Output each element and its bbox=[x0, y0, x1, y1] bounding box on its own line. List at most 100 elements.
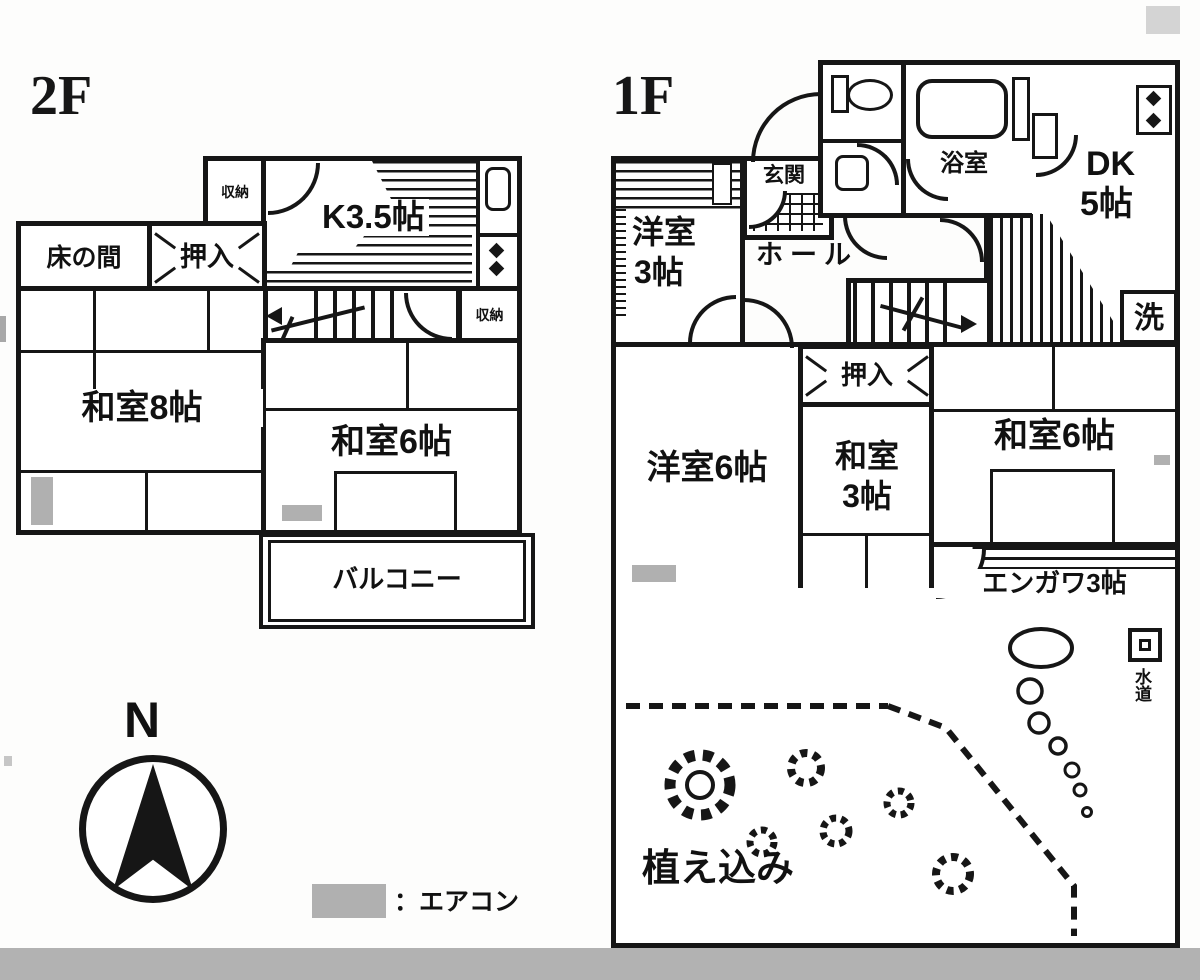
bush-icon bbox=[787, 749, 825, 787]
room-label: 浴室 bbox=[940, 150, 988, 177]
room-1f-yoshitsu6: 洋室6帖 bbox=[611, 342, 803, 594]
room-2f-tokonoma: 床の間 bbox=[16, 221, 152, 295]
stepping-stone-icon bbox=[1081, 806, 1093, 818]
toilet-bowl-icon bbox=[847, 79, 893, 111]
door-arc bbox=[268, 163, 320, 215]
room-label: 和室6帖 bbox=[934, 417, 1175, 456]
legend-aircon-label: ：エアコン bbox=[394, 888, 520, 916]
tatami-line bbox=[990, 469, 1115, 472]
door-arc bbox=[688, 295, 736, 343]
tatami-line bbox=[93, 291, 96, 350]
room-label: バルコニー bbox=[332, 564, 462, 594]
bush-icon bbox=[746, 826, 778, 858]
stepping-stone-icon bbox=[1063, 761, 1081, 779]
stair-arrow-icon bbox=[961, 315, 977, 333]
room-label: 収納 bbox=[475, 307, 504, 323]
bath-counter-icon bbox=[1012, 77, 1030, 141]
room-2f-kitchen: K3.5帖 bbox=[261, 156, 522, 292]
water-tap-icon bbox=[1128, 628, 1162, 662]
room-label: 3帖 bbox=[634, 254, 684, 290]
legend-aircon-swatch bbox=[312, 884, 386, 918]
room-label: 床の間 bbox=[46, 244, 122, 272]
tatami-line bbox=[207, 291, 210, 350]
compass-icon bbox=[79, 755, 227, 903]
door-arc bbox=[744, 298, 794, 348]
laundry-box: 洗 bbox=[1120, 290, 1178, 344]
tatami-line bbox=[21, 350, 263, 353]
stove-burner-icon bbox=[488, 242, 505, 259]
room-1f-toilet bbox=[818, 60, 908, 218]
kitchen-floor-hatch bbox=[266, 235, 472, 287]
tatami-line bbox=[145, 470, 148, 530]
bush-icon bbox=[932, 853, 974, 895]
tatami-line bbox=[406, 343, 409, 408]
room-1f-yoshitsu3: 洋室 3帖 bbox=[611, 156, 745, 350]
aircon-marker bbox=[282, 505, 322, 521]
entrance-door-arc bbox=[751, 92, 821, 162]
aircon-marker bbox=[31, 477, 53, 525]
room-1f-washitsu6: 和室6帖 bbox=[929, 342, 1180, 548]
scan-artifact bbox=[4, 756, 12, 766]
balcony-outer: バルコニー bbox=[259, 533, 535, 629]
door-arc bbox=[404, 293, 452, 341]
stepping-stone-icon bbox=[1016, 677, 1044, 705]
room-label: 押入 bbox=[840, 360, 893, 390]
wall-hatch bbox=[616, 209, 626, 319]
counter-wall bbox=[476, 161, 480, 287]
wall bbox=[823, 139, 903, 143]
compass-needle bbox=[113, 764, 193, 890]
stepping-stone-icon bbox=[1048, 736, 1068, 756]
garden-area: 植え込み bbox=[611, 588, 1180, 948]
north-label: N bbox=[124, 692, 161, 748]
room-label: 玄関 bbox=[763, 164, 805, 187]
room-2f-closet-mid: 収納 bbox=[457, 286, 522, 344]
tatami-line bbox=[865, 533, 868, 589]
room-label: 押入 bbox=[180, 242, 234, 272]
stair-arrow-icon bbox=[266, 307, 282, 325]
room-label: 洗 bbox=[1134, 302, 1164, 335]
tatami-line bbox=[93, 350, 96, 412]
door-arc bbox=[940, 218, 984, 262]
stove-burner-icon bbox=[488, 260, 505, 277]
room-label: エンガワ3帖 bbox=[934, 568, 1175, 599]
room-label: 収納 bbox=[221, 184, 249, 200]
room-label: K3.5帖 bbox=[318, 198, 429, 236]
tatami-line bbox=[266, 408, 517, 411]
tatami-line bbox=[21, 470, 263, 473]
room-label: 3帖 bbox=[842, 478, 892, 514]
flower-icon bbox=[685, 770, 715, 800]
room-label: 洋室6帖 bbox=[646, 449, 768, 487]
dashed-path bbox=[886, 703, 1077, 936]
floor1-title: 1F bbox=[612, 65, 675, 127]
room-label: DK bbox=[1086, 145, 1136, 183]
counter-divider bbox=[480, 233, 517, 237]
room-1f-oshiire: 押入 bbox=[798, 344, 936, 408]
bathtub-icon bbox=[916, 79, 1008, 139]
door-arc bbox=[1036, 135, 1078, 177]
room-label: 植え込み bbox=[642, 848, 795, 890]
garden-decorations bbox=[626, 627, 1093, 936]
floor2-title: 2F bbox=[30, 65, 93, 127]
room-1f-bath: 浴室 bbox=[901, 60, 1039, 218]
page-bottom-bar bbox=[0, 948, 1200, 980]
water-label: 水道 bbox=[1132, 668, 1152, 702]
water-tap-inner bbox=[1139, 639, 1151, 651]
hall-label: ホール bbox=[756, 240, 858, 270]
tatami-line bbox=[334, 471, 457, 474]
room-1f-dk: DK 5帖 bbox=[1032, 60, 1180, 350]
aircon-marker bbox=[632, 565, 676, 582]
closet-door-panel bbox=[712, 163, 732, 205]
room-2f-washitsu6: 和室6帖 bbox=[261, 338, 522, 535]
tatami-line bbox=[934, 409, 1175, 412]
scan-artifact bbox=[0, 316, 6, 342]
scan-artifact bbox=[1146, 6, 1180, 34]
room-label: 洋室 bbox=[632, 214, 697, 250]
room-label: 和室 bbox=[834, 438, 899, 474]
room-2f-washitsu8: 和室8帖 bbox=[16, 286, 268, 535]
room-2f-closet-top: 収納 bbox=[203, 156, 267, 228]
bush-icon bbox=[819, 814, 853, 848]
stepping-stone-icon bbox=[1008, 627, 1074, 669]
stepping-stone-icon bbox=[1027, 711, 1051, 735]
balcony-inner bbox=[268, 540, 526, 622]
